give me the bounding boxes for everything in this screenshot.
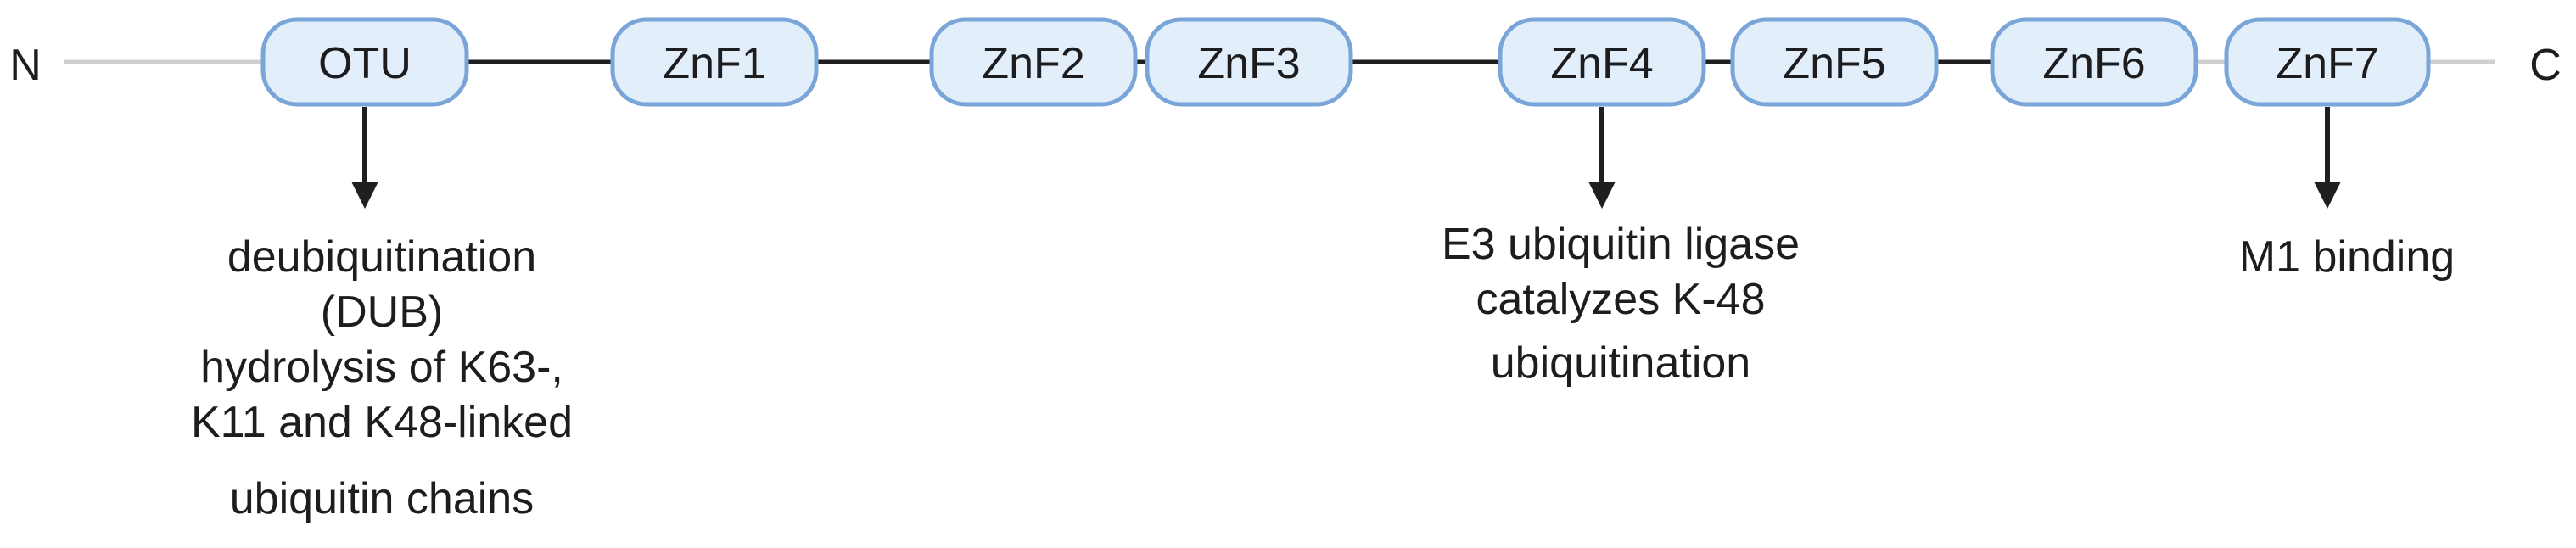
annotation-line: ubiquitin chains (230, 474, 534, 523)
arrow-znf4 (1588, 107, 1616, 209)
domain-znf7: ZnF7 (2224, 17, 2431, 107)
annotation-line: ubiquitination (1491, 338, 1750, 388)
domain-label: ZnF5 (1783, 39, 1885, 88)
domain-otu: OTU (260, 17, 469, 107)
arrow-head (2314, 182, 2341, 209)
annotation-znf4: E3 ubiquitin ligase catalyzes K-48 ubiqu… (1442, 220, 1800, 388)
domain-znf6: ZnF6 (1990, 17, 2198, 107)
arrow-head (1588, 182, 1616, 209)
domain-label: OTU (318, 39, 412, 88)
arrow-head (351, 182, 378, 209)
domain-pill (1498, 17, 1706, 107)
annotation-line: (DUB) (321, 288, 443, 337)
domain-pill (1730, 17, 1939, 107)
annotation-line: K11 and K48-linked (191, 398, 573, 447)
c-terminus-label: C (2529, 41, 2562, 90)
domain-znf2: ZnF2 (929, 17, 1138, 107)
domain-pill (1990, 17, 2198, 107)
domain-znf4: ZnF4 (1498, 17, 1706, 107)
arrow-znf7 (2314, 107, 2341, 209)
annotation-line: catalyzes K-48 (1476, 275, 1765, 324)
annotation-znf7: M1 binding (2239, 232, 2455, 282)
domain-znf1: ZnF1 (610, 17, 819, 107)
annotation-line: deubiquitination (227, 232, 536, 282)
domain-pill (1145, 17, 1353, 107)
annotation-line: E3 ubiquitin ligase (1442, 220, 1800, 269)
domain-label: ZnF7 (2276, 39, 2378, 88)
arrow-otu (351, 107, 378, 209)
domain-label: ZnF2 (982, 39, 1084, 88)
domain-znf3: ZnF3 (1145, 17, 1353, 107)
domain-pill (929, 17, 1138, 107)
domain-label: ZnF3 (1197, 39, 1300, 88)
annotation-otu: deubiquitination (DUB) hydrolysis of K63… (191, 232, 573, 523)
annotation-line: hydrolysis of K63-, (200, 343, 563, 392)
domain-znf5: ZnF5 (1730, 17, 1939, 107)
domain-pill (2224, 17, 2431, 107)
domain-label: ZnF4 (1550, 39, 1653, 88)
n-terminus-label: N (9, 41, 42, 90)
domain-pill (260, 17, 469, 107)
domain-label: ZnF6 (2042, 39, 2145, 88)
domain-pill (610, 17, 819, 107)
domain-label: ZnF1 (663, 39, 765, 88)
annotation-line: M1 binding (2239, 232, 2455, 282)
